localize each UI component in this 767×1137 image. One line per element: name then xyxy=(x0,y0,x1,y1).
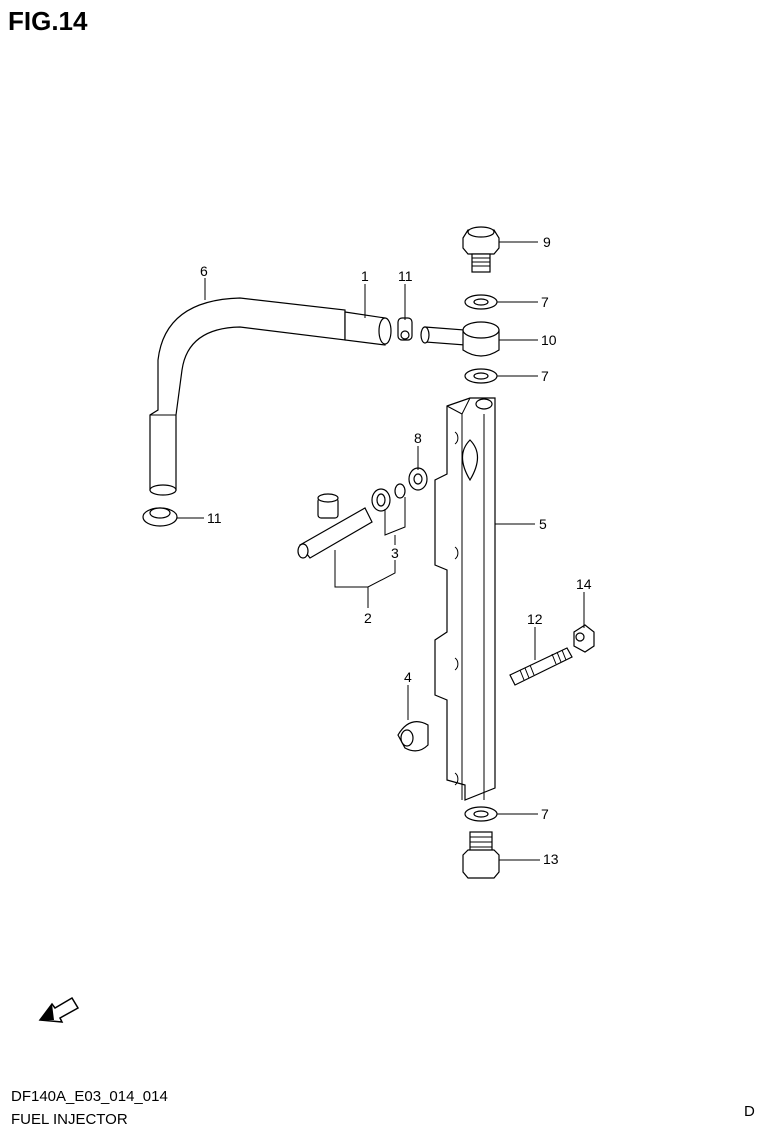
page-letter: D xyxy=(744,1103,755,1120)
leader-lines xyxy=(177,241,585,861)
diagram-title: FUEL INJECTOR xyxy=(11,1111,128,1128)
hose-clip-top xyxy=(397,317,413,341)
cushion xyxy=(397,721,429,752)
callout-12: 12 xyxy=(527,611,543,627)
callout-1: 1 xyxy=(361,268,369,284)
callout-7: 7 xyxy=(541,368,549,384)
diagram-code: DF140A_E03_014_014 xyxy=(11,1088,168,1105)
gasket-washers xyxy=(464,294,498,822)
rail-bolt xyxy=(462,831,500,879)
callout-2: 2 xyxy=(364,610,372,626)
callout-4: 4 xyxy=(404,669,412,685)
figure-label: FIG.14 xyxy=(8,6,88,36)
callout-11: 11 xyxy=(398,268,413,284)
hose-clip-lower xyxy=(142,507,178,527)
callout-9: 9 xyxy=(543,234,551,250)
fuel-union xyxy=(420,321,500,357)
callout-13: 13 xyxy=(543,851,559,867)
callout-7: 7 xyxy=(541,294,549,310)
callouts: 6 1 11 9 7 10 7 8 11 5 3 14 2 12 4 7 13 xyxy=(200,234,592,867)
callout-6: 6 xyxy=(200,263,208,279)
callout-7: 7 xyxy=(541,806,549,822)
callout-11: 11 xyxy=(207,510,222,526)
callout-3: 3 xyxy=(391,545,399,561)
nut xyxy=(573,624,595,653)
fuel-hose xyxy=(149,297,392,496)
callout-5: 5 xyxy=(539,516,547,532)
callout-14: 14 xyxy=(576,576,592,592)
injector-seals xyxy=(371,467,428,512)
callout-8: 8 xyxy=(414,430,422,446)
fuel-delivery-pipe xyxy=(434,397,496,801)
callout-10: 10 xyxy=(541,332,557,348)
stud xyxy=(509,647,573,686)
union-bolt xyxy=(462,226,500,273)
fuel-injector xyxy=(297,493,373,559)
fwd-arrow-icon xyxy=(38,996,80,1023)
